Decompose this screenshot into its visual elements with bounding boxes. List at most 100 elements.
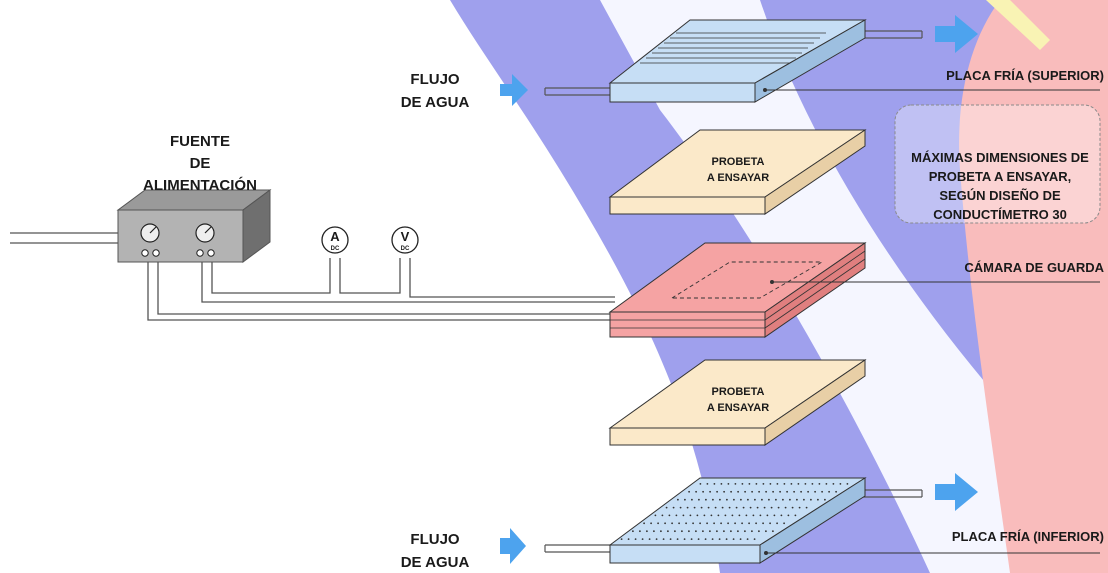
guard-chamber [608,242,1100,338]
voltmeter-symbol: V [401,229,410,244]
hole-dot [784,506,787,509]
hole-dot [818,483,821,485]
hole-dot [690,538,693,540]
hole-dot [685,522,687,525]
hole-dot [769,483,772,485]
hole-dot [702,490,704,493]
hole-dot [674,530,676,533]
hole-dot [681,530,683,533]
power-supply-front [117,209,244,263]
knob-right [195,223,215,257]
hole-dot [780,514,783,517]
hole-dot [709,530,711,533]
hole-dot [697,538,700,540]
wiring [10,232,615,321]
hole-dot [723,490,725,493]
hole-dot [825,483,828,485]
hole-dot [807,490,809,493]
hole-dot [704,538,707,540]
ammeter: A DC [321,226,349,254]
jack-icon [196,249,204,257]
hole-dot [768,498,770,501]
hole-dot [669,538,672,540]
hole-dot [711,538,714,540]
hole-dot [754,498,756,501]
hole-dot [731,514,734,517]
hole-dot [664,522,666,525]
hole-dot [824,498,826,501]
hole-dot [751,530,753,533]
flow-arrow-in-top-icon [500,74,528,106]
hole-dot [763,506,766,509]
hole-dot [717,514,720,517]
hole-dot [683,538,686,540]
specimen-top-line2: A ENSAYAR [707,172,769,184]
hole-dot [777,506,780,509]
hole-dot [696,514,699,517]
wire-inner-1 [201,258,615,303]
wire-inner-2 [211,258,331,294]
hole-dot [749,506,752,509]
hole-dot [660,530,662,533]
hole-dot [828,490,830,493]
hole-dot [655,538,658,540]
hole-dot [770,506,773,509]
hole-dot [646,530,648,533]
hole-dot [641,538,644,540]
hole-dot [786,490,788,493]
hole-dot [737,490,739,493]
cold-plate-bottom [544,477,1100,564]
hole-dot [627,538,630,540]
water-flow-bottom-line2: DE AGUA [401,554,470,571]
hole-dot [772,490,774,493]
hole-dot [839,483,842,485]
hole-dot [762,483,765,485]
hole-dot [727,483,730,485]
hole-dot [665,506,668,509]
hole-dot [686,506,689,509]
hole-dot [648,538,651,540]
hole-dot [700,506,703,509]
cold-plate-bottom-front [609,544,761,564]
hole-dot [748,483,751,485]
hole-dot [716,490,718,493]
hole-dot [776,522,778,525]
flow-arrows [500,15,978,564]
hole-dot [718,538,721,540]
hole-dot [725,538,728,540]
hole-dot [846,483,849,485]
hole-dot [761,498,763,501]
hole-dot [745,514,748,517]
specimen-bottom-line2: A ENSAYAR [707,402,769,414]
hole-dot [679,506,682,509]
hole-dot [695,490,697,493]
hole-dot [805,506,808,509]
hole-dot [676,538,679,540]
jack-icon [141,249,149,257]
hole-dot [753,538,756,540]
hole-dot [657,522,659,525]
hole-dot [798,506,801,509]
hole-dot [782,498,784,501]
note-line3: SEGÚN DISEÑO DE [939,188,1061,203]
hole-dot [769,522,771,525]
hole-dot [726,498,728,501]
hole-dot [661,514,664,517]
guard-chamber-inner [670,261,824,299]
hole-dot [719,498,721,501]
hole-dot [703,514,706,517]
hole-dot [744,530,746,533]
hole-dot [716,530,718,533]
water-flow-top-line2: DE AGUA [401,94,470,111]
hole-dot [721,506,724,509]
hole-dot [714,506,717,509]
specimen-bottom-front [609,427,766,446]
hole-dot [790,483,793,485]
hole-dot [759,514,762,517]
hole-dot [699,483,702,485]
water-flow-top-line1: FLUJO [410,71,460,88]
hole-dot [710,514,713,517]
note-line2: PROBETA A ENSAYAR, [929,169,1072,184]
cold-plate-top [544,19,1100,103]
hole-dot [675,514,678,517]
